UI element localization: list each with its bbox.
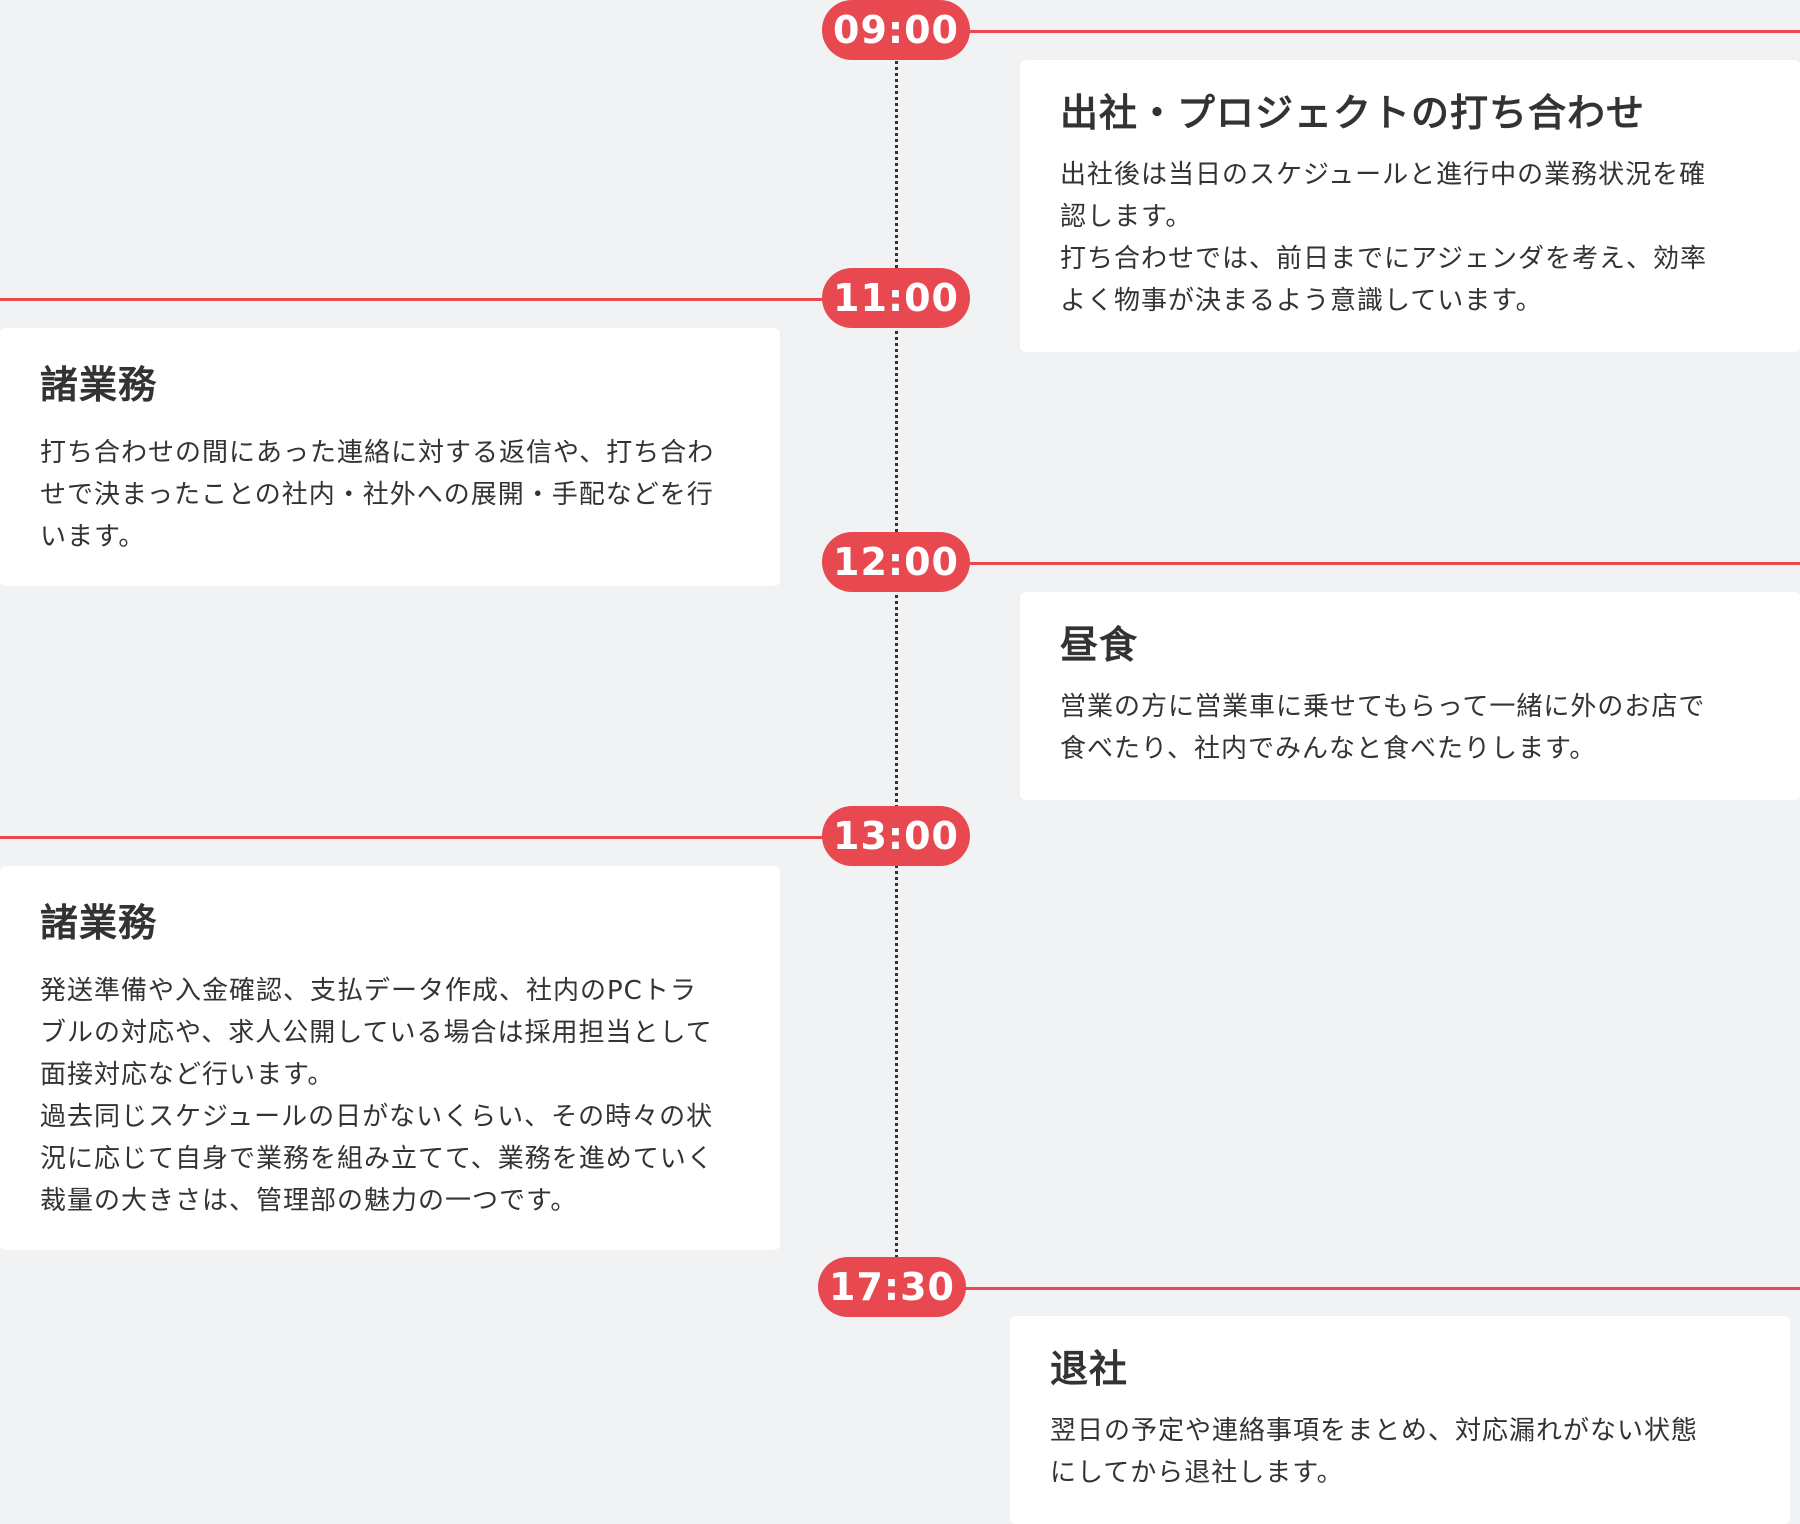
schedule-title: 諸業務 (40, 901, 158, 945)
description-line: 認します。 (1060, 202, 1193, 232)
description-line: 過去同じスケジュールの日がないくらい、その時々の状 (40, 1102, 714, 1132)
description-line: よく物事が決まるよう意識しています。 (1060, 286, 1543, 316)
time-badge: 09:00 (822, 0, 970, 60)
schedule-card: 諸業務 打ち合わせの間にあった連絡に対する返信や、打ち合わ せで決まったことの社… (0, 328, 780, 586)
time-badge: 17:30 (818, 1257, 966, 1317)
description-line: 発送準備や入金確認、支払データ作成、社内のPCトラ (40, 976, 697, 1006)
description-line: 出社後は当日のスケジュールと進行中の業務状況を確 (1060, 160, 1707, 190)
schedule-card: 諸業務 発送準備や入金確認、支払データ作成、社内のPCトラ ブルの対応や、求人公… (0, 866, 780, 1250)
schedule-description: 翌日の予定や連絡事項をまとめ、対応漏れがない状態 にしてから退社します。 (1050, 1410, 1750, 1494)
time-badge: 13:00 (822, 806, 970, 866)
schedule-title: 退社 (1050, 1347, 1129, 1391)
description-line: 打ち合わせの間にあった連絡に対する返信や、打ち合わ (40, 438, 715, 468)
schedule-description: 打ち合わせの間にあった連絡に対する返信や、打ち合わ せで決まったことの社内・社外… (40, 432, 740, 558)
description-line: います。 (40, 522, 146, 552)
schedule-card: 昼食 営業の方に営業車に乗せてもらって一緒に外のお店で 食べたり、社内でみんなと… (1020, 592, 1800, 800)
description-line: にしてから退社します。 (1050, 1458, 1344, 1488)
timeline-spine (895, 30, 898, 1290)
time-badge: 11:00 (822, 268, 970, 328)
schedule-description: 出社後は当日のスケジュールと進行中の業務状況を確 認します。 打ち合わせでは、前… (1060, 154, 1760, 322)
description-line: 面接対応など行います。 (40, 1060, 335, 1090)
description-line: 裁量の大きさは、管理部の魅力の一つです。 (40, 1186, 578, 1216)
schedule-description: 発送準備や入金確認、支払データ作成、社内のPCトラ ブルの対応や、求人公開してい… (40, 970, 740, 1222)
schedule-description: 営業の方に営業車に乗せてもらって一緒に外のお店で 食べたり、社内でみんなと食べた… (1060, 686, 1760, 770)
description-line: 食べたり、社内でみんなと食べたりします。 (1060, 734, 1597, 764)
description-line: 打ち合わせでは、前日までにアジェンダを考え、効率 (1060, 244, 1707, 274)
timeline-connector (950, 1287, 1800, 1290)
timeline-connector (0, 298, 830, 301)
schedule-title: 出社・プロジェクトの打ち合わせ (1060, 91, 1646, 135)
description-line: 翌日の予定や連絡事項をまとめ、対応漏れがない状態 (1050, 1416, 1699, 1446)
schedule-title: 昼食 (1060, 623, 1139, 667)
time-badge: 12:00 (822, 532, 970, 592)
description-line: 営業の方に営業車に乗せてもらって一緒に外のお店で (1060, 692, 1706, 722)
schedule-card: 退社 翌日の予定や連絡事項をまとめ、対応漏れがない状態 にしてから退社します。 (1010, 1316, 1790, 1524)
timeline-connector (0, 836, 830, 839)
description-line: せで決まったことの社内・社外への展開・手配などを行 (40, 480, 714, 510)
timeline-connector (960, 562, 1800, 565)
description-line: ブルの対応や、求人公開している場合は採用担当として (40, 1018, 713, 1048)
schedule-card: 出社・プロジェクトの打ち合わせ 出社後は当日のスケジュールと進行中の業務状況を確… (1020, 60, 1800, 352)
description-line: 況に応じて自身で業務を組み立てて、業務を進めていく (40, 1144, 714, 1174)
schedule-title: 諸業務 (40, 363, 158, 407)
timeline-connector (960, 30, 1800, 33)
